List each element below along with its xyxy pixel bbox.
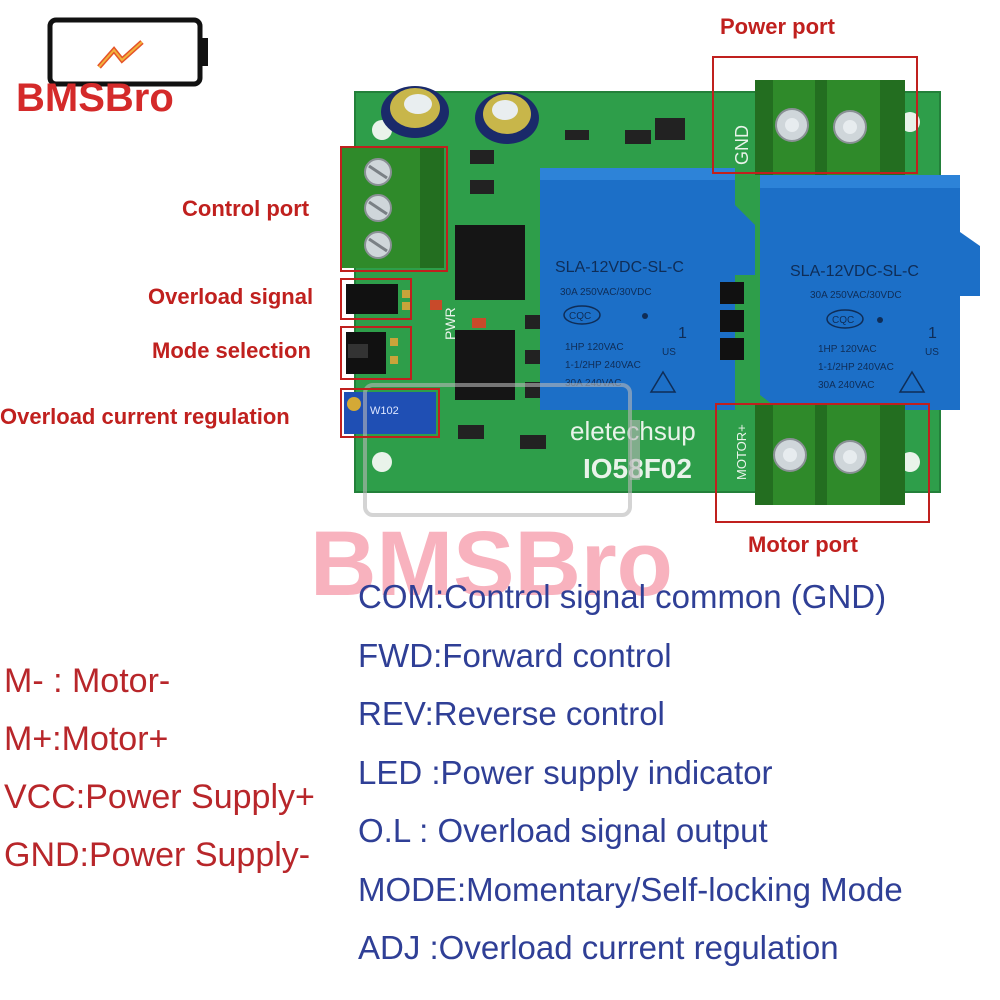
legend-item: GND:Power Supply- [4,836,311,874]
mounting-hole [372,452,392,472]
relay-1-hp1: 1HP 120VAC [565,342,624,353]
motor-port-box [715,403,930,523]
relay-1-cert: CQC [569,311,591,322]
overload-jumper [346,284,410,314]
legend-item: VCC:Power Supply+ [4,778,315,816]
control-port-label: Control port [182,196,310,221]
brand-name: BMSBro [16,76,174,120]
legend-item: LED :Power supply indicator [358,753,773,791]
relay-1-rating: 30A 250VAC/30VDC [560,287,652,298]
mode-selection-box [340,326,412,380]
relay-2-num: 1 [928,325,937,342]
power-port-box [712,56,918,174]
gnd-label: GND [732,125,752,165]
legend-right: COM:Control signal common (GND) FWD:Forw… [358,568,903,978]
power-port-label: Power port [720,14,835,39]
motor-label: MOTOR+ [734,424,749,480]
capacitor-1 [381,86,449,138]
overload-potentiometer: W102 [344,392,436,434]
pwr-label: PWR [442,307,458,340]
relay-1-ul: US [662,347,676,358]
relay-2: SLA-12VDC-SL-C 30A 250VAC/30VDC CQC 1 US… [760,175,980,410]
legend-item: O.L : Overload signal output [358,812,768,849]
legend-item: FWD:Forward control [358,636,672,674]
overload-signal-box [340,278,412,320]
relay-2-hp2: 1-1/2HP 240VAC [818,362,894,373]
brand-logo: BMSBro [14,12,214,122]
relay-2-rating: 30A 250VAC/30VDC [810,290,902,301]
relay-2-hp1: 1HP 120VAC [818,344,877,355]
legend-item: MODE:Momentary/Self-locking Mode [358,870,903,908]
legend-item: M- : Motor- [4,662,171,700]
capacitor-2 [475,92,539,144]
legend-left: M- : Motor- M+:Motor+ VCC:Power Supply+ … [4,652,315,884]
battery-icon [47,17,208,87]
overload-regulation-box [340,388,440,438]
legend-item: M+:Motor+ [4,720,169,758]
pot-label: W102 [370,405,399,417]
motor-port-label: Motor port [748,532,858,557]
relay-2-amps: 30A 240VAC [818,380,875,391]
relay-2-model: SLA-12VDC-SL-C [790,263,919,280]
legend-item: ADJ :Overload current regulation [358,929,839,966]
relay-2-ul: US [925,347,939,358]
legend-item: REV:Reverse control [358,695,665,732]
relay-1-num: 1 [678,325,687,342]
control-terminal-block [342,148,444,268]
relay-1-model: SLA-12VDC-SL-C [555,259,684,276]
overload-regulation-label: Overload current regulation [0,404,290,429]
mode-jumper [346,332,398,374]
overload-signal-label: Overload signal [148,284,314,309]
relay-1-hp2: 1-1/2HP 240VAC [565,360,641,371]
relay-1: SLA-12VDC-SL-C 30A 250VAC/30VDC CQC 1 US… [540,168,755,410]
legend-item: COM:Control signal common (GND) [358,578,887,615]
power-terminal-block: GND [732,80,905,175]
relay-2-cert: CQC [832,315,854,326]
watermark-text: BMSBro [310,513,673,615]
motor-terminal-block: MOTOR+ [734,405,905,505]
control-port-box [340,146,448,272]
mode-selection-label: Mode selection [152,338,311,363]
